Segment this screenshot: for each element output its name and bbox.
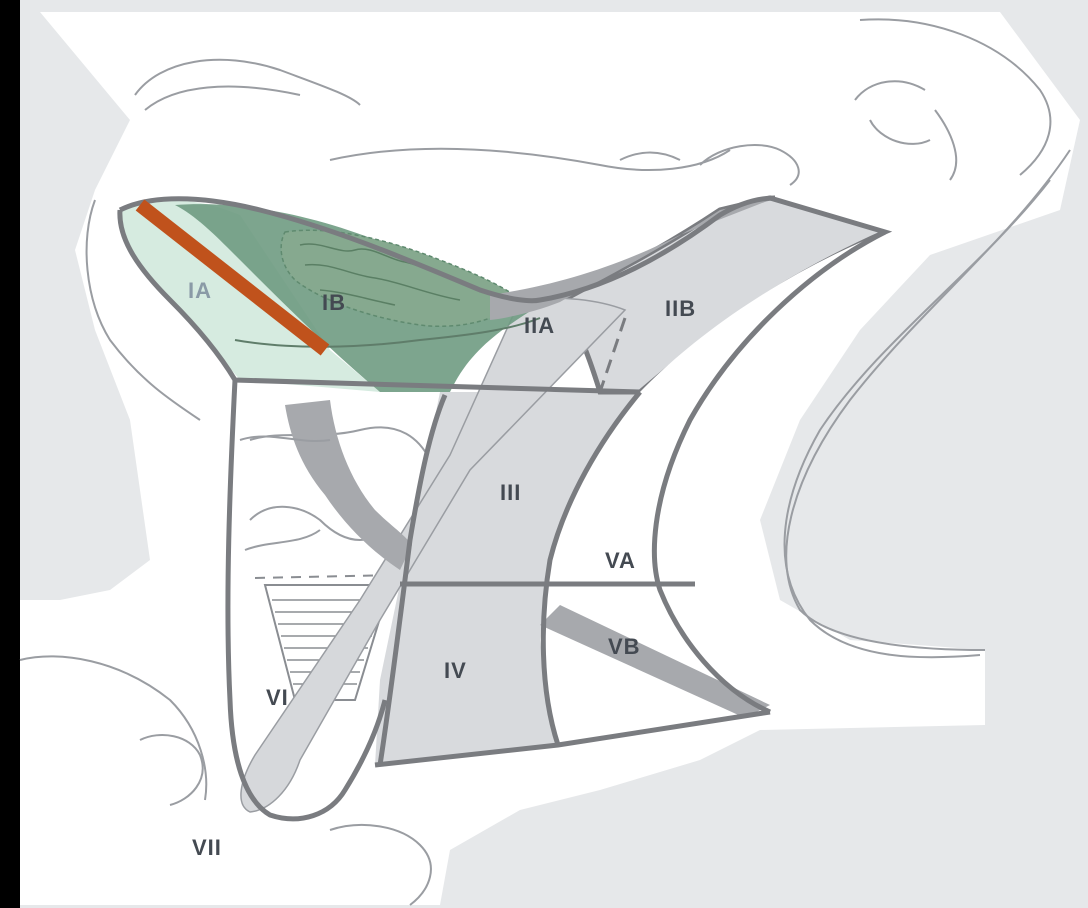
label-IIB: IIB [665,296,696,321]
label-VI: VI [266,685,289,710]
label-VA: VA [605,548,636,573]
left-black-border [0,0,20,908]
label-IA: IA [188,278,212,303]
label-VII: VII [192,835,222,860]
label-IIA: IIA [524,313,555,338]
label-IV: IV [444,658,467,683]
label-VB: VB [608,634,641,659]
label-III: III [500,480,521,505]
label-IB: IB [322,290,346,315]
